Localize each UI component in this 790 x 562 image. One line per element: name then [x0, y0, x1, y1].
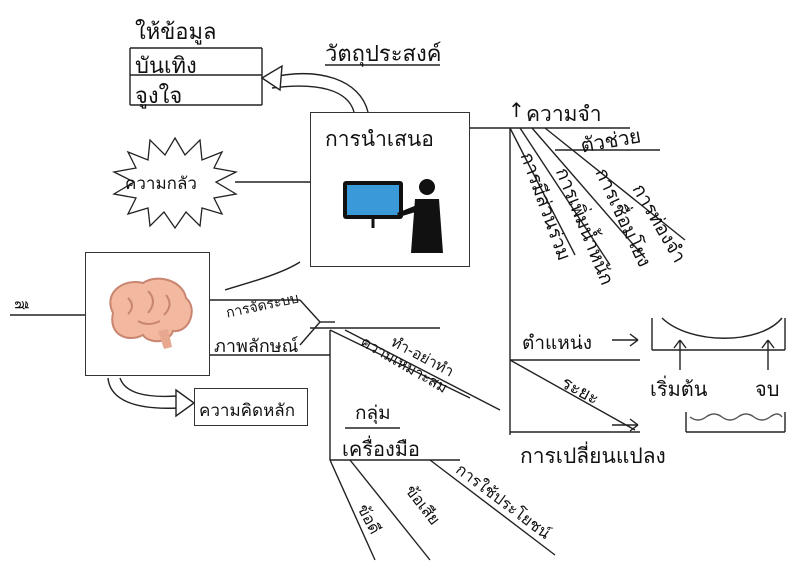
symbol-label: ภาพลักษณ์	[214, 336, 299, 357]
presentation-title: การนำเสนอ	[325, 127, 434, 151]
start-label: เริ่มต้น	[650, 377, 708, 401]
fear-star-shape	[111, 136, 239, 230]
position-label: ตำแหน่ง	[522, 332, 593, 354]
presentation-box: การนำเสนอ	[310, 112, 470, 267]
purpose-item-entertain: บันเทิง	[135, 54, 197, 79]
change-label: การเปลี่ยนแปลง	[520, 444, 666, 468]
brain-box	[85, 252, 210, 376]
purpose-item-inform: ให้ข้อมูล	[135, 20, 217, 45]
tools-label: เครื่องมือ	[342, 437, 420, 461]
main-idea-label: ความคิดหลัก	[199, 401, 295, 421]
presenter-icon	[343, 179, 443, 253]
fear-label: ความกลัว	[125, 174, 197, 194]
memory-title: ความจำ	[526, 102, 602, 126]
memory-arrow-icon: ↑	[508, 98, 525, 122]
end-label: จบ	[755, 377, 780, 401]
color-label: สี	[11, 300, 30, 310]
brain-icon	[109, 277, 193, 349]
group-label: กลุ่ม	[355, 402, 391, 424]
purpose-title: วัตถุประสงค์	[325, 42, 442, 67]
purpose-item-persuade: จูงใจ	[135, 84, 183, 109]
main-idea-box: ความคิดหลัก	[194, 388, 308, 426]
